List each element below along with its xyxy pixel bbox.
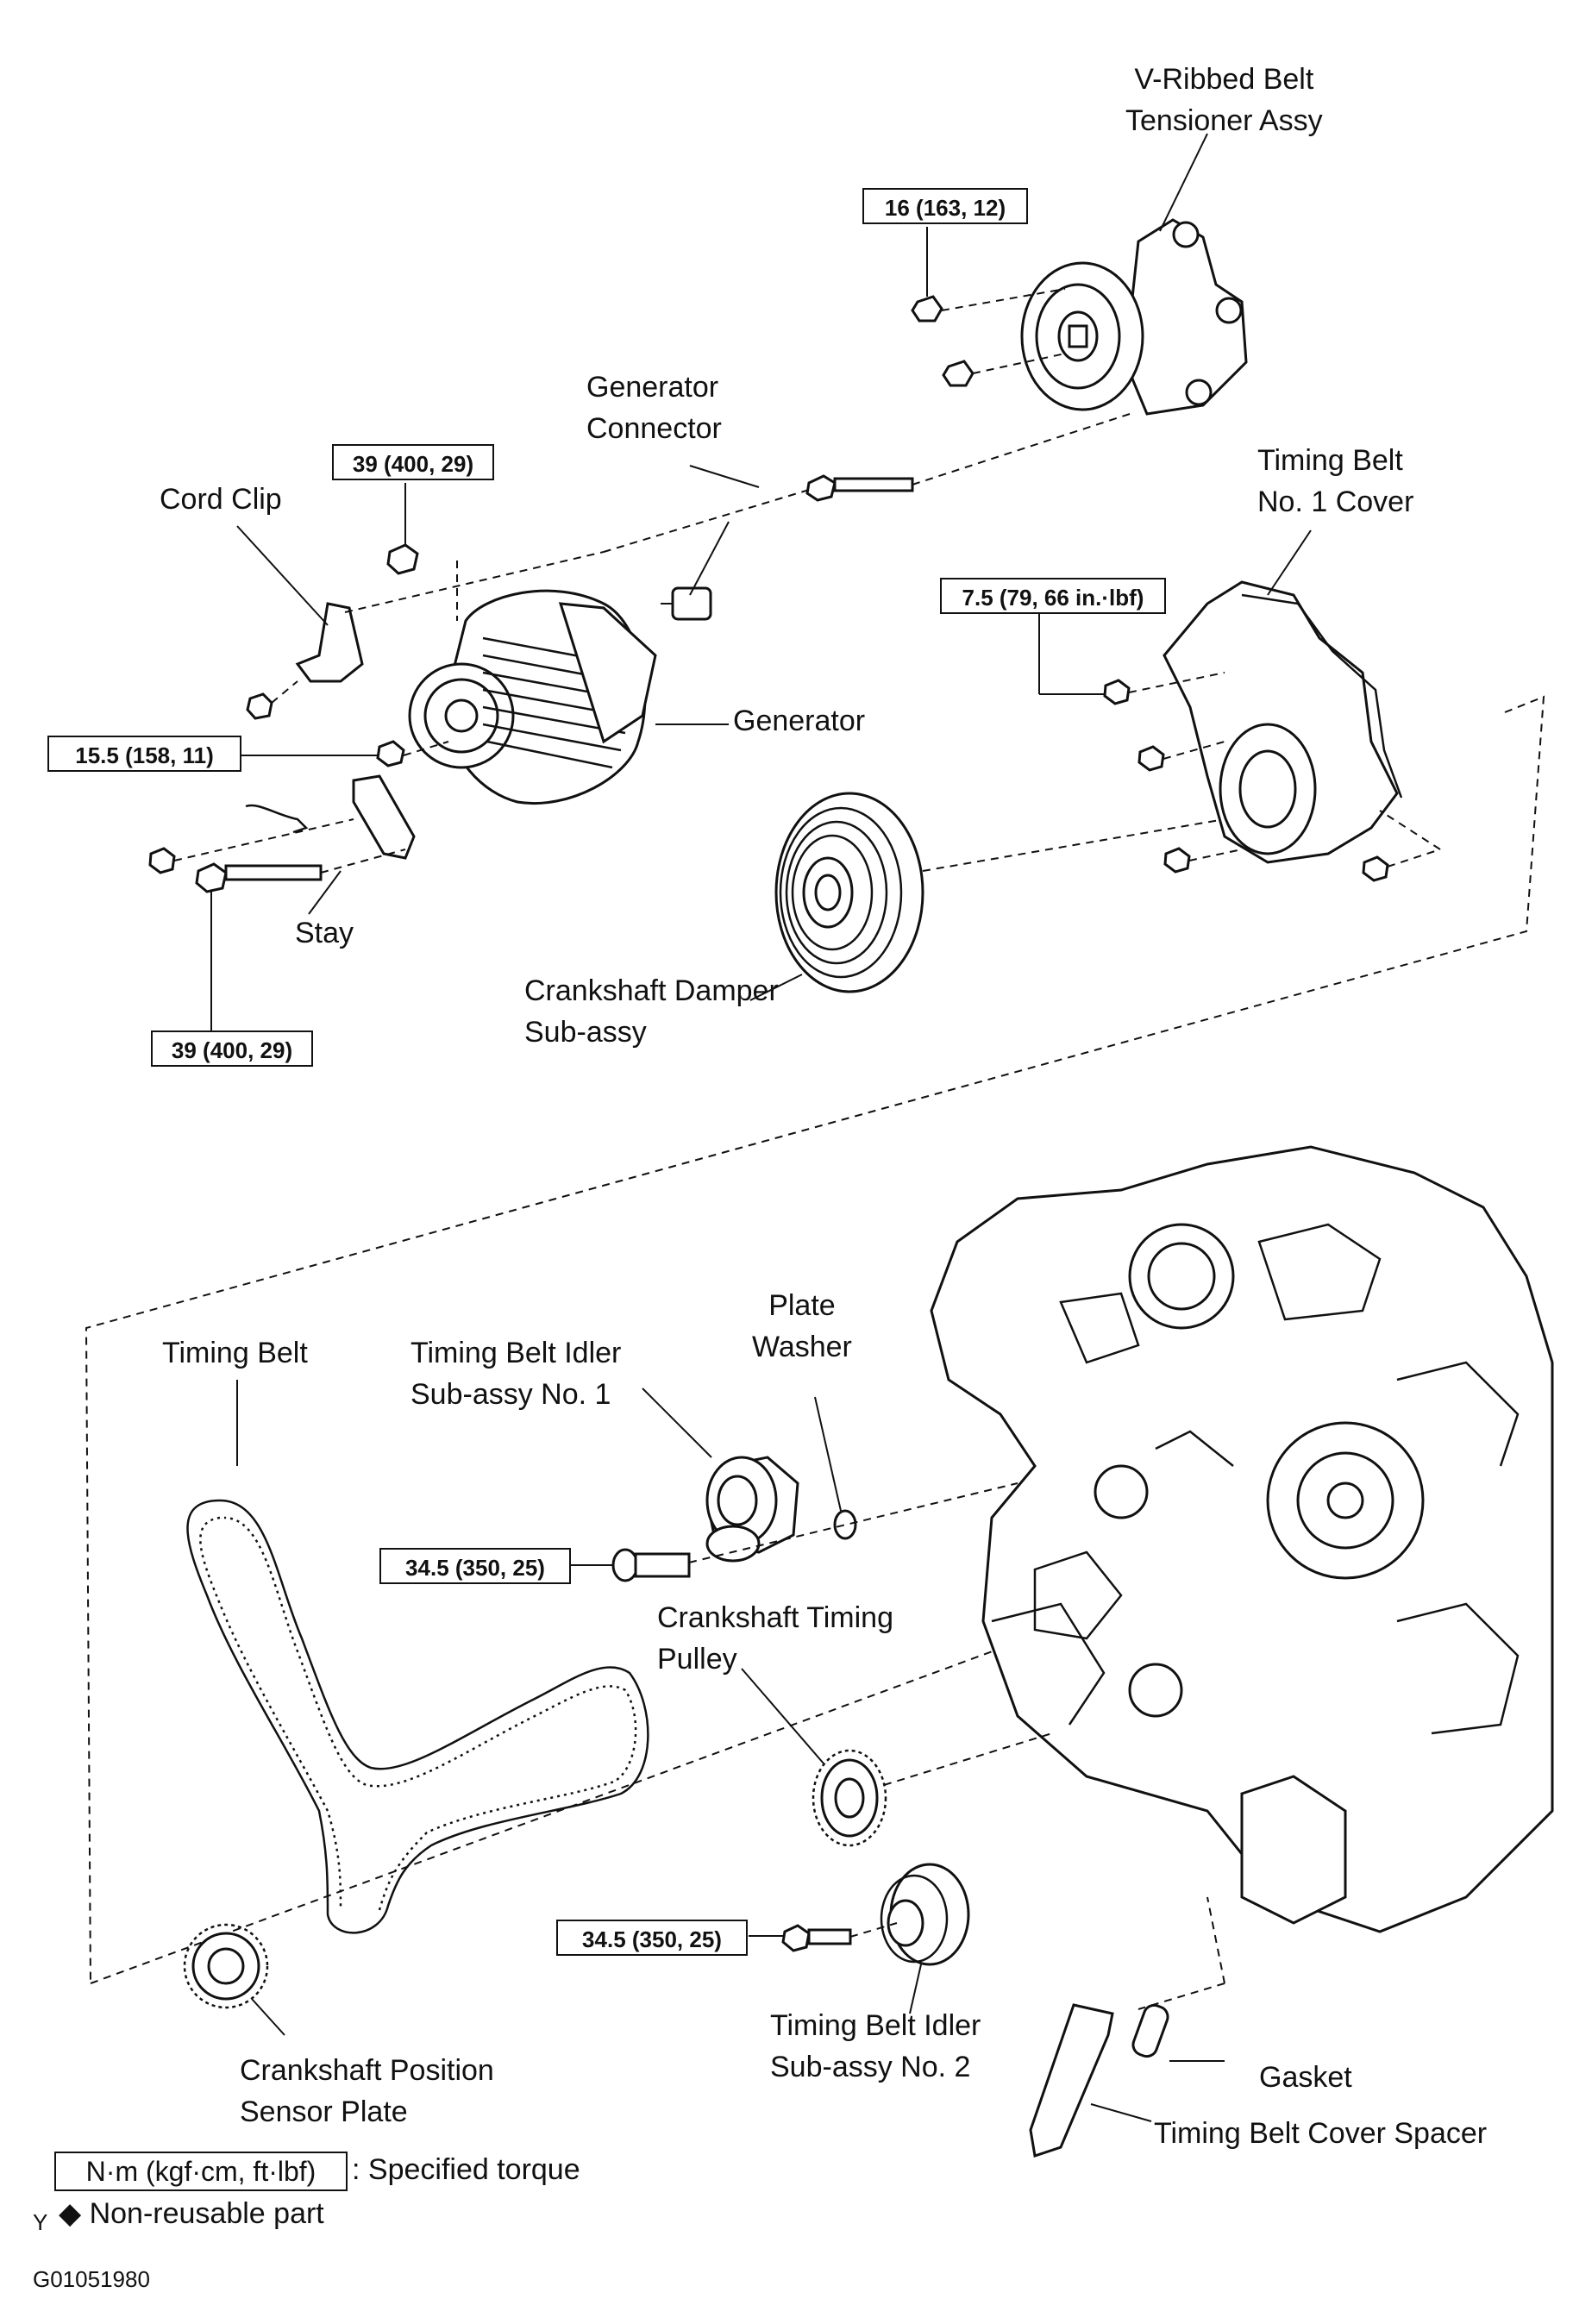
assembly-dashed-frame bbox=[85, 695, 1545, 1984]
torque-tensioner-bolt: 16 (163, 12) bbox=[862, 188, 1028, 224]
crankshaft-damper-drawing bbox=[749, 792, 1225, 1001]
legend-nonreusable-text: ◆ Non-reusable part bbox=[59, 2197, 324, 2230]
cover-spacer-and-gasket-drawing bbox=[1029, 1896, 1225, 2158]
label-v-ribbed-belt-tensioner: V-Ribbed Belt Tensioner Assy bbox=[1125, 63, 1323, 137]
label-timing-belt: Timing Belt bbox=[162, 1337, 308, 1369]
label-generator: Generator bbox=[733, 705, 866, 737]
generator-drawing bbox=[241, 483, 729, 805]
figure-id: G01051980 bbox=[33, 2266, 150, 2292]
crankshaft-position-sensor-plate-drawing bbox=[183, 1923, 285, 2036]
torque-stay-bolt: 39 (400, 29) bbox=[151, 1030, 313, 1067]
engine-block-drawing bbox=[930, 1145, 1554, 1933]
stay-drawing bbox=[148, 774, 416, 1030]
torque-cover-bolt: 7.5 (79, 66 in.·lbf) bbox=[940, 578, 1166, 614]
label-plate-washer: Plate Washer bbox=[752, 1289, 852, 1363]
label-idler-no2: Timing Belt Idler Sub-assy No. 2 bbox=[770, 2009, 981, 2083]
generator-connector-drawing bbox=[603, 413, 1131, 621]
label-timing-belt-no1-cover: Timing Belt No. 1 Cover bbox=[1257, 444, 1414, 518]
label-gasket: Gasket bbox=[1259, 2061, 1352, 2094]
label-generator-connector: Generator Connector bbox=[586, 371, 722, 445]
torque-idler-no1-bolt: 34.5 (350, 25) bbox=[379, 1548, 571, 1584]
legend-marker: Y bbox=[33, 2209, 48, 2235]
idler-no2-drawing bbox=[749, 1863, 970, 2014]
legend-torque-unit-text: : Specified torque bbox=[352, 2153, 580, 2186]
legend-torque-unit-box: N·m (kgf·cm, ft·lbf) bbox=[54, 2152, 348, 2191]
torque-idler-no2-bolt: 34.5 (350, 25) bbox=[556, 1920, 748, 1956]
label-cover-spacer: Timing Belt Cover Spacer bbox=[1154, 2117, 1488, 2150]
label-crankshaft-damper: Crankshaft Damper Sub-assy bbox=[524, 974, 779, 1049]
torque-generator-top-nut: 39 (400, 29) bbox=[332, 444, 494, 480]
label-stay: Stay bbox=[295, 917, 354, 949]
timing-belt-drawing bbox=[186, 1380, 649, 1934]
timing-belt-no1-cover-drawing bbox=[1038, 529, 1441, 882]
torque-generator-nut: 15.5 (158, 11) bbox=[47, 736, 241, 772]
label-idler-no1: Timing Belt Idler Sub-assy No. 1 bbox=[410, 1337, 622, 1411]
label-cord-clip: Cord Clip bbox=[160, 483, 282, 516]
v-ribbed-belt-tensioner-drawing bbox=[911, 133, 1248, 416]
crankshaft-timing-pulley-drawing bbox=[741, 1668, 1053, 1847]
cord-clip-drawing bbox=[236, 525, 605, 720]
label-crankshaft-timing-pulley: Crankshaft Timing Pulley bbox=[657, 1601, 893, 1676]
label-crank-position-sensor-plate: Crankshaft Position Sensor Plate bbox=[240, 2054, 494, 2128]
idler-no1-drawing bbox=[571, 1388, 1018, 1582]
